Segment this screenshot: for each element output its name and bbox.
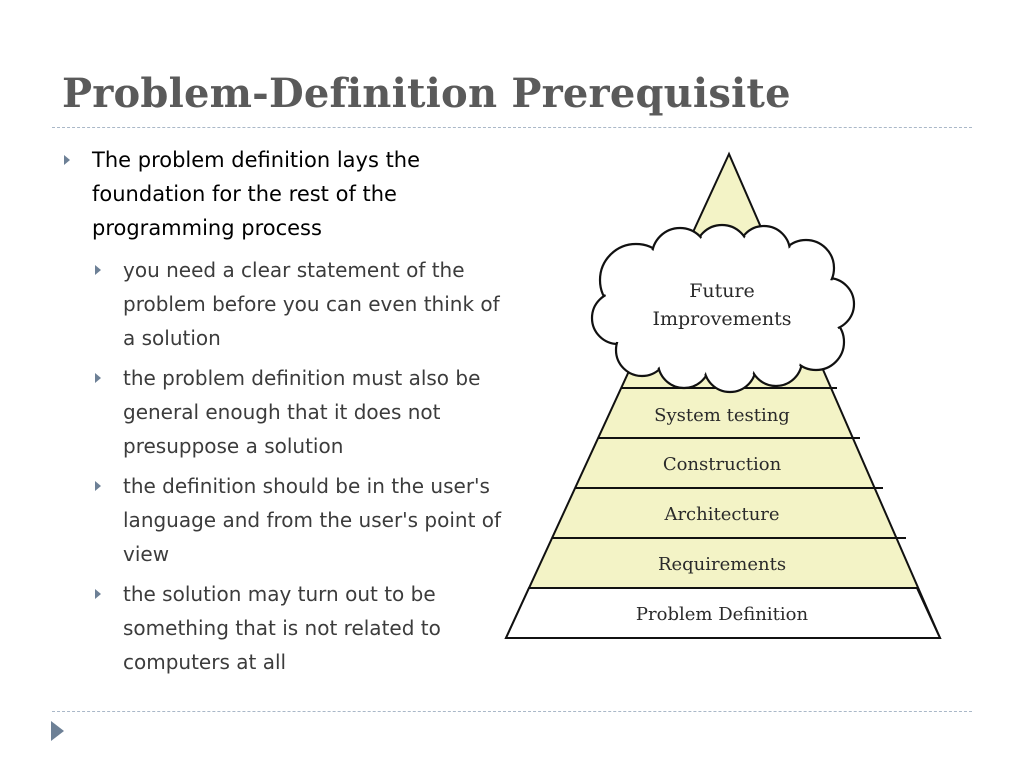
cloud-label-line1: Future: [689, 280, 755, 302]
slide-title: Problem-Definition Prerequisite: [62, 70, 791, 117]
sub-bullet-item: the problem definition must also be gene…: [62, 361, 502, 463]
title-divider: [52, 127, 972, 128]
sub-bullet-item: you need a clear statement of the proble…: [62, 253, 502, 355]
sub-bullet-text: the solution may turn out to be somethin…: [123, 582, 441, 674]
cloud-fill: [594, 227, 852, 390]
layer-label-architecture: Architecture: [663, 504, 779, 525]
layer-label-requirements: Requirements: [658, 554, 786, 575]
bullet-arrow-icon: [95, 265, 101, 275]
layer-label-problem-definition: Problem Definition: [636, 604, 809, 625]
bullet-item: The problem definition lays the foundati…: [62, 143, 502, 245]
bullet-list: The problem definition lays the foundati…: [62, 143, 502, 685]
bullet-arrow-icon: [64, 155, 70, 165]
cloud-label-line2: Improvements: [652, 308, 791, 330]
sub-bullet-text: the problem definition must also be gene…: [123, 366, 481, 458]
pyramid-body: [504, 151, 942, 639]
layer-label-construction: Construction: [663, 454, 782, 475]
next-slide-arrow-icon[interactable]: [51, 721, 64, 741]
bullet-text: The problem definition lays the foundati…: [92, 148, 421, 240]
layer-label-system-testing: System testing: [654, 405, 790, 426]
pyramid-base-layer: [504, 587, 942, 639]
sub-bullet-item: the definition should be in the user's l…: [62, 469, 502, 571]
cloud-shape: [590, 223, 856, 394]
footer-divider: [52, 711, 972, 712]
sub-bullet-text: you need a clear statement of the proble…: [123, 258, 500, 350]
bullet-arrow-icon: [95, 481, 101, 491]
sub-bullet-item: the solution may turn out to be somethin…: [62, 577, 502, 679]
bullet-arrow-icon: [95, 373, 101, 383]
bullet-arrow-icon: [95, 589, 101, 599]
sub-bullet-text: the definition should be in the user's l…: [123, 474, 502, 566]
